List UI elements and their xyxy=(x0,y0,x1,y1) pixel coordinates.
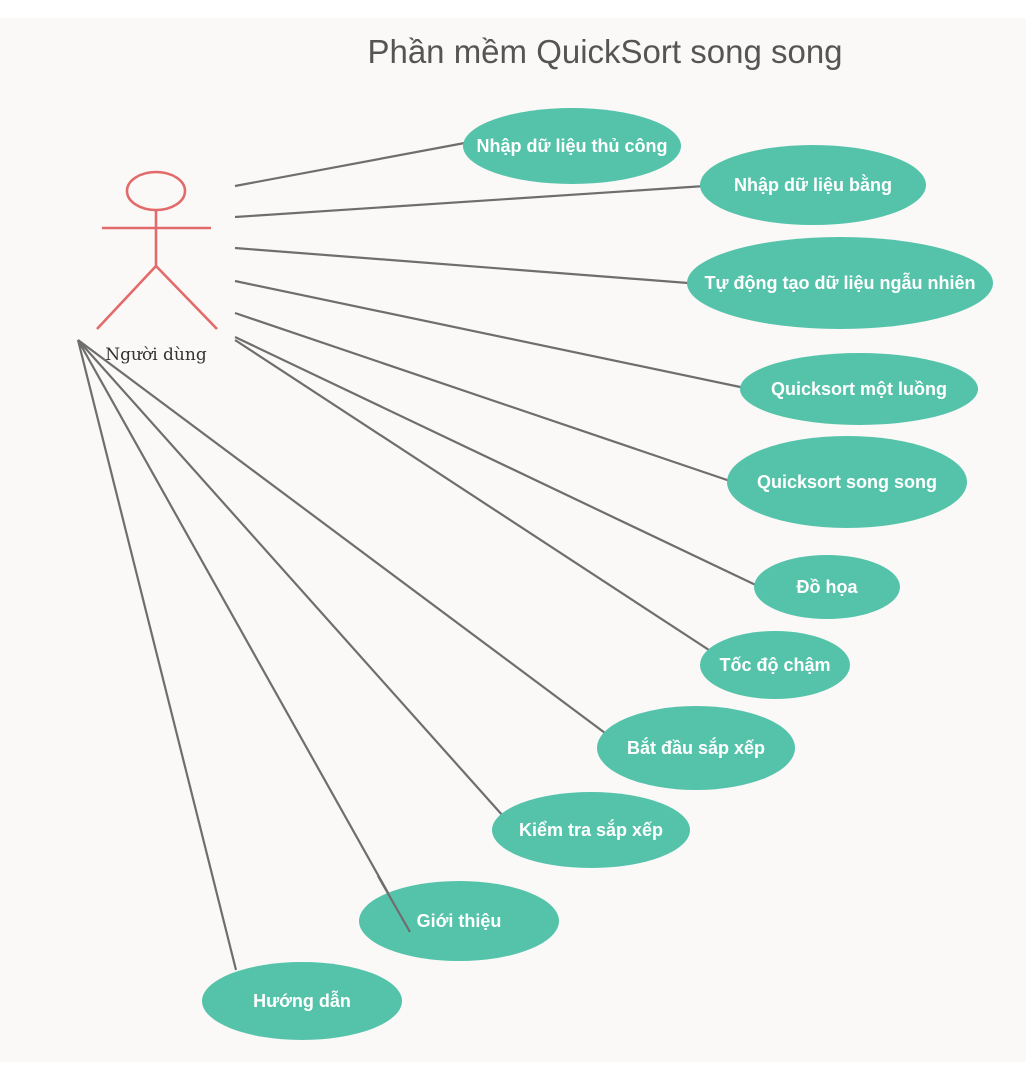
actor-user: Người dùng xyxy=(96,170,218,365)
use-case-label: Tốc độ chậm xyxy=(719,655,830,675)
use-case-graphics[interactable]: Đồ họa xyxy=(754,555,900,619)
use-case-label: Quicksort song song xyxy=(757,472,937,492)
use-case-label: Quicksort một luồng xyxy=(771,379,947,399)
use-case-label: Hướng dẫn xyxy=(253,990,351,1011)
use-case-about[interactable]: Giới thiệu xyxy=(359,881,559,961)
use-case-single-thread[interactable]: Quicksort một luồng xyxy=(740,353,978,425)
use-case-label: Tự động tạo dữ liệu ngẫu nhiên xyxy=(704,272,975,293)
use-case-guide[interactable]: Hướng dẫn xyxy=(202,962,402,1040)
association-line-start-sort xyxy=(77,339,606,734)
use-case-manual-input[interactable]: Nhập dữ liệu thủ công xyxy=(463,108,681,184)
actor-right-leg xyxy=(155,265,218,330)
actor-head xyxy=(125,170,187,212)
association-line-parallel xyxy=(234,311,734,484)
diagram-title: Phần mềm QuickSort song song xyxy=(367,33,842,70)
use-case-label: Nhập dữ liệu bằng xyxy=(734,174,892,195)
association-line-random-data xyxy=(234,246,689,285)
association-lines xyxy=(76,140,763,971)
use-case-label: Kiểm tra sắp xếp xyxy=(519,819,663,840)
use-case-label: Đồ họa xyxy=(797,577,859,597)
association-line-single-thread xyxy=(234,279,746,390)
association-line-about xyxy=(77,339,411,933)
association-line-slow-speed xyxy=(234,339,713,653)
use-case-start-sort[interactable]: Bắt đầu sắp xếp xyxy=(597,706,795,790)
use-case-slow-speed[interactable]: Tốc độ chậm xyxy=(700,631,850,699)
association-line-file-input xyxy=(234,184,706,219)
use-case-file-input[interactable]: Nhập dữ liệu bằng xyxy=(700,145,926,225)
actor-label: Người dùng xyxy=(105,345,207,365)
use-case-label: Bắt đầu sắp xếp xyxy=(627,737,765,758)
association-line-about-overlay xyxy=(377,875,411,933)
use-case-parallel[interactable]: Quicksort song song xyxy=(727,436,967,528)
use-case-label: Giới thiệu xyxy=(417,911,502,931)
association-line-manual-input xyxy=(234,140,471,188)
association-line-guide xyxy=(76,339,238,971)
association-line-graphics xyxy=(234,336,763,589)
association-line-check-sort xyxy=(77,339,504,817)
actor-left-leg xyxy=(96,265,157,330)
use-case-random-data[interactable]: Tự động tạo dữ liệu ngẫu nhiên xyxy=(687,237,993,329)
use-case-check-sort[interactable]: Kiểm tra sắp xếp xyxy=(492,792,690,868)
use-case-label: Nhập dữ liệu thủ công xyxy=(476,136,667,156)
